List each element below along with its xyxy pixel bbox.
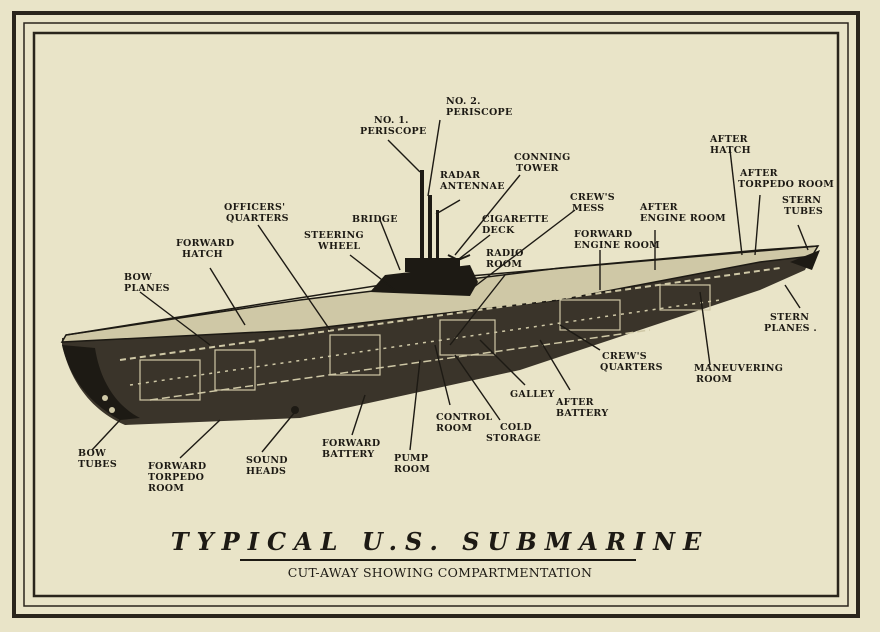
diagram-subtitle: CUT-AWAY SHOWING COMPARTMENTATION [288,565,593,580]
label-periscope-1: NO. 1. PERISCOPE [360,115,427,137]
label-maneuvering-room: MANEUVERING ROOM [694,363,787,385]
middle-frame [23,22,849,607]
label-forward-torpedo-room: FORWARD TORPEDO ROOM [148,461,210,494]
label-sound-heads: SOUND HEADS [246,455,291,477]
label-crews-mess: CREW'S MESS [570,192,619,214]
label-after-torpedo-room: AFTER TORPEDO ROOM [738,168,834,190]
label-galley: GALLEY [510,389,555,400]
label-forward-battery: FORWARD BATTERY [322,438,384,460]
inner-frame [32,31,840,598]
label-periscope-2: NO. 2. PERISCOPE [446,96,513,118]
label-stern-planes: STERN PLANES . [764,312,817,334]
label-stern-tubes: STERN TUBES [782,195,825,217]
label-radio-room: RADIO ROOM [486,248,527,270]
label-steering-wheel: STEERING WHEEL [304,230,368,252]
conning-tower [370,170,478,296]
label-after-battery: AFTER BATTERY [555,397,608,419]
label-after-engine-room: AFTER ENGINE ROOM [639,202,726,224]
label-conning-tower: CONNING TOWER [514,152,574,174]
diagram-title: TYPICAL U.S. SUBMARINE [171,527,710,556]
outer-frame [12,11,860,618]
label-bow-tubes: BOW TUBES [78,448,117,470]
label-cold-storage: COLD STORAGE [486,422,541,444]
label-radar-antennae: RADAR ANTENNAE [439,170,505,192]
label-bow-planes: BOW PLANES [124,272,170,294]
label-forward-hatch: FORWARD HATCH [176,238,238,260]
label-pump-room: PUMP ROOM [394,453,432,475]
leader-lines [91,119,809,459]
label-after-hatch: AFTER HATCH [709,134,751,156]
label-forward-engine-room: FORWARD ENGINE ROOM [574,229,660,251]
label-officers-quarters: OFFICERS' QUARTERS [224,202,289,224]
label-cigarette-deck: CIGARETTE DECK [482,214,552,236]
label-bridge: BRIDGE [352,214,398,225]
label-crews-quarters: CREW'S QUARTERS [600,351,663,373]
label-control-room: CONTROL ROOM [436,412,496,434]
